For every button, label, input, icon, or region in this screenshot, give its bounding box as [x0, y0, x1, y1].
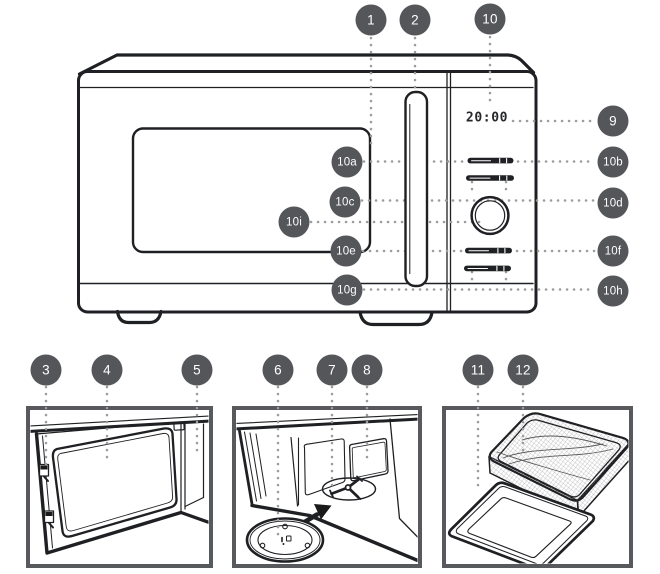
panel2-cavity-view [236, 414, 418, 563]
waveguide-cover [348, 437, 389, 482]
callout-2: 2 [399, 4, 431, 36]
control-panel [464, 157, 514, 272]
airfry-basket [488, 412, 629, 518]
callout-12: 12 [507, 354, 539, 386]
button-row-1 [467, 157, 514, 164]
callout-1: 1 [355, 4, 387, 36]
baking-tray [447, 481, 596, 564]
callout-10f: 10f [597, 235, 629, 267]
panel-divider [446, 71, 452, 312]
callout-10e: 10e [330, 235, 362, 267]
callout-10c: 10c [329, 186, 361, 218]
callout-9: 9 [597, 105, 629, 137]
callout-10b: 10b [597, 146, 629, 178]
display-time: 20:00 [465, 110, 509, 126]
callout-6: 6 [262, 354, 294, 386]
callout-10d: 10d [597, 187, 629, 219]
panel3-frame [442, 406, 633, 568]
callout-10a: 10a [331, 146, 363, 178]
door-latch-hooks [38, 463, 55, 529]
callout-7: 7 [316, 354, 348, 386]
door-window-open [51, 427, 178, 538]
callout-11: 11 [462, 354, 494, 386]
panel1-frame [26, 406, 213, 568]
panel3-accessories-view [447, 412, 629, 564]
dial-knob [470, 195, 510, 236]
callout-3: 3 [30, 354, 62, 386]
panel1-open-door-view [30, 415, 209, 555]
callout-10i: 10i [278, 206, 310, 238]
callout-10h: 10h [597, 275, 629, 307]
panel2-frame [232, 406, 422, 568]
microwave-front-view [77, 53, 538, 327]
left-foot [115, 309, 163, 325]
body-outline [77, 70, 538, 314]
panel-leader-lines [44, 385, 525, 538]
button-row-4 [464, 265, 511, 272]
callout-8: 8 [351, 354, 383, 386]
callout-10: 10 [474, 3, 506, 35]
turntable-recess [321, 477, 377, 501]
turntable-plate [245, 517, 325, 563]
door-window [131, 127, 372, 254]
callout-leader-lines [309, 35, 597, 291]
callout-5: 5 [181, 354, 213, 386]
button-row-3 [465, 247, 512, 254]
right-foot [358, 310, 434, 327]
button-row-2 [466, 175, 514, 181]
top-edge [77, 53, 536, 76]
roller-coupler [329, 475, 363, 500]
callout-4: 4 [91, 354, 123, 386]
callout-10g: 10g [331, 274, 363, 306]
door-handle [404, 90, 429, 288]
